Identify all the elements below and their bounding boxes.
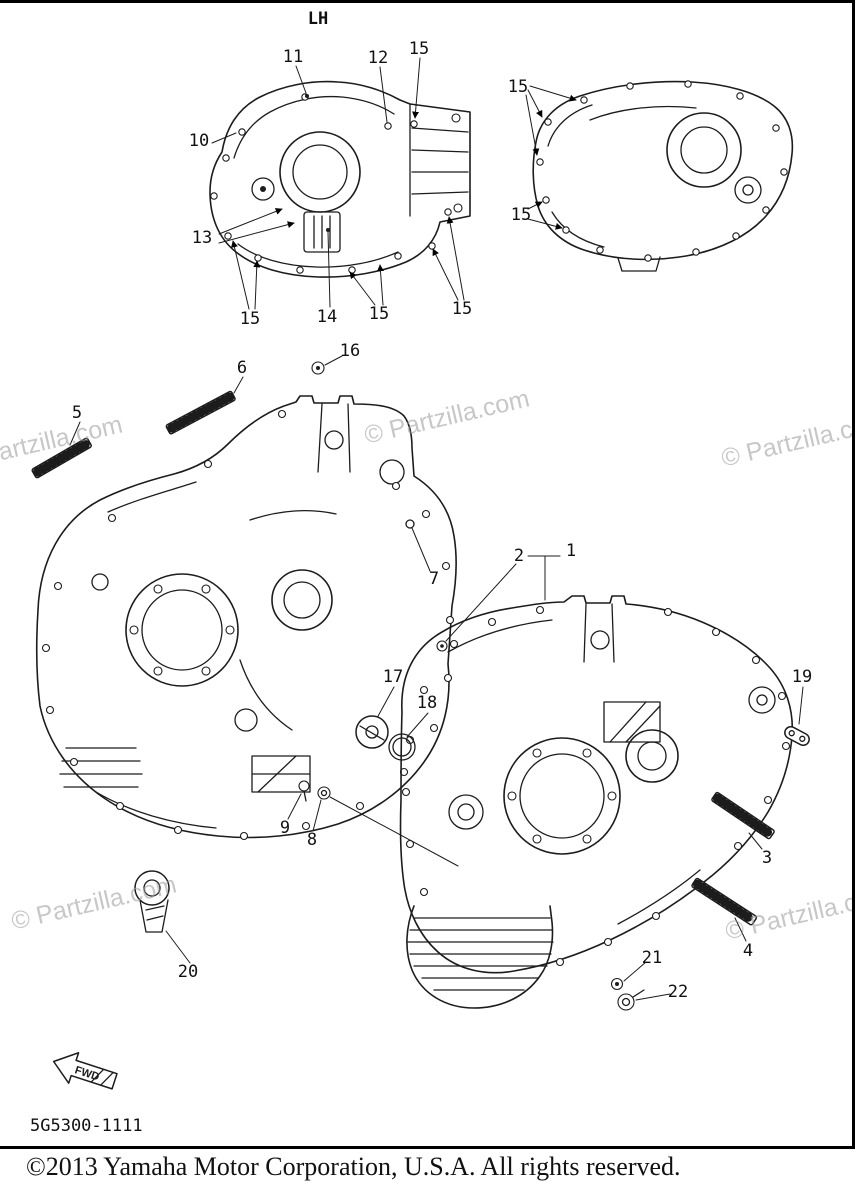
callout-3: 3 bbox=[761, 848, 773, 868]
right-border bbox=[852, 0, 855, 1149]
callout-13: 13 bbox=[191, 228, 213, 248]
fwd-arrow: FWD bbox=[52, 1052, 118, 1090]
callout-14: 14 bbox=[316, 307, 338, 327]
callout-15: 15 bbox=[408, 39, 430, 59]
callout-21: 21 bbox=[641, 948, 663, 968]
crankcase-line-art: FWD bbox=[31, 57, 810, 1090]
callout-5: 5 bbox=[71, 403, 83, 423]
callout-6: 6 bbox=[236, 358, 248, 378]
diagram-code: 5G5300-1111 bbox=[30, 1116, 143, 1136]
callout-1: 1 bbox=[565, 541, 577, 561]
stud-bolt-5 bbox=[31, 437, 92, 479]
callout-15: 15 bbox=[451, 299, 473, 319]
right-crankcase-half bbox=[399, 595, 794, 1009]
callout-19: 19 bbox=[791, 667, 813, 687]
callout-15: 15 bbox=[368, 304, 390, 324]
callout-8: 8 bbox=[306, 830, 318, 850]
callout-20: 20 bbox=[177, 962, 199, 982]
callout-18: 18 bbox=[416, 693, 438, 713]
callout-11: 11 bbox=[282, 47, 304, 67]
left-crankcase-half bbox=[35, 395, 457, 841]
stud-bolt-6 bbox=[165, 390, 236, 435]
view-label-lh: LH bbox=[307, 9, 329, 29]
callout-16: 16 bbox=[339, 341, 361, 361]
footer-divider bbox=[0, 1146, 855, 1149]
stud-bolt-4 bbox=[691, 877, 758, 926]
top-right-crankcase-view bbox=[525, 80, 794, 272]
callout-15: 15 bbox=[510, 205, 532, 225]
main-view-parts bbox=[134, 555, 810, 1011]
bolt-16 bbox=[311, 355, 343, 375]
callout-15: 15 bbox=[507, 77, 529, 97]
callout-4: 4 bbox=[742, 941, 754, 961]
callout-17: 17 bbox=[382, 667, 404, 687]
callout-10: 10 bbox=[188, 131, 210, 151]
callout-7: 7 bbox=[428, 569, 440, 589]
callout-15: 15 bbox=[239, 309, 261, 329]
stud-bolt-3 bbox=[711, 791, 775, 840]
top-border bbox=[0, 0, 855, 3]
callout-2: 2 bbox=[513, 546, 525, 566]
callout-12: 12 bbox=[367, 48, 389, 68]
copyright-text: ©2013 Yamaha Motor Corporation, U.S.A. A… bbox=[26, 1152, 681, 1181]
callout-9: 9 bbox=[279, 818, 291, 838]
callout-22: 22 bbox=[667, 982, 689, 1002]
top-left-crankcase-view bbox=[209, 57, 471, 310]
